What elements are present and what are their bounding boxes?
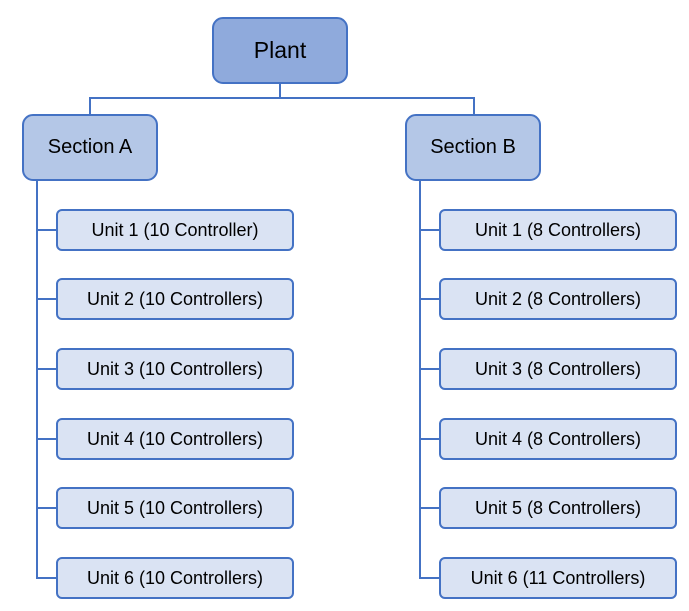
section-b-unit-6-connector xyxy=(419,577,440,579)
section-a-unit-1-connector xyxy=(36,229,57,231)
section-b-node: Section B xyxy=(405,114,541,181)
section-a-stem-line xyxy=(89,97,91,114)
section-a-unit-2-node: Unit 2 (10 Controllers) xyxy=(56,278,294,320)
section-b-stem-line xyxy=(473,97,475,114)
section-b-unit-6-node: Unit 6 (11 Controllers) xyxy=(439,557,677,599)
section-a-unit-2-connector xyxy=(36,298,57,300)
section-b-unit-1-connector xyxy=(419,229,440,231)
section-a-unit-3-connector xyxy=(36,368,57,370)
section-b-unit-4-node: Unit 4 (8 Controllers) xyxy=(439,418,677,460)
section-b-unit-4-connector xyxy=(419,438,440,440)
section-b-unit-5-node: Unit 5 (8 Controllers) xyxy=(439,487,677,529)
section-a-trunk-line xyxy=(36,181,38,578)
section-b-unit-5-connector xyxy=(419,507,440,509)
section-a-unit-3-node: Unit 3 (10 Controllers) xyxy=(56,348,294,390)
section-a-unit-4-node: Unit 4 (10 Controllers) xyxy=(56,418,294,460)
section-a-unit-5-node: Unit 5 (10 Controllers) xyxy=(56,487,294,529)
section-b-unit-3-node: Unit 3 (8 Controllers) xyxy=(439,348,677,390)
section-b-unit-2-node: Unit 2 (8 Controllers) xyxy=(439,278,677,320)
section-a-unit-1-node: Unit 1 (10 Controller) xyxy=(56,209,294,251)
section-a-node: Section A xyxy=(22,114,158,181)
section-a-unit-5-connector xyxy=(36,507,57,509)
section-b-unit-3-connector xyxy=(419,368,440,370)
section-a-unit-6-node: Unit 6 (10 Controllers) xyxy=(56,557,294,599)
section-a-unit-6-connector xyxy=(36,577,57,579)
section-b-trunk-line xyxy=(419,181,421,578)
section-b-unit-1-node: Unit 1 (8 Controllers) xyxy=(439,209,677,251)
root-branch-line xyxy=(89,97,475,99)
section-b-unit-2-connector xyxy=(419,298,440,300)
root-stem-line xyxy=(279,84,281,99)
plant-node: Plant xyxy=(212,17,348,84)
section-a-unit-4-connector xyxy=(36,438,57,440)
